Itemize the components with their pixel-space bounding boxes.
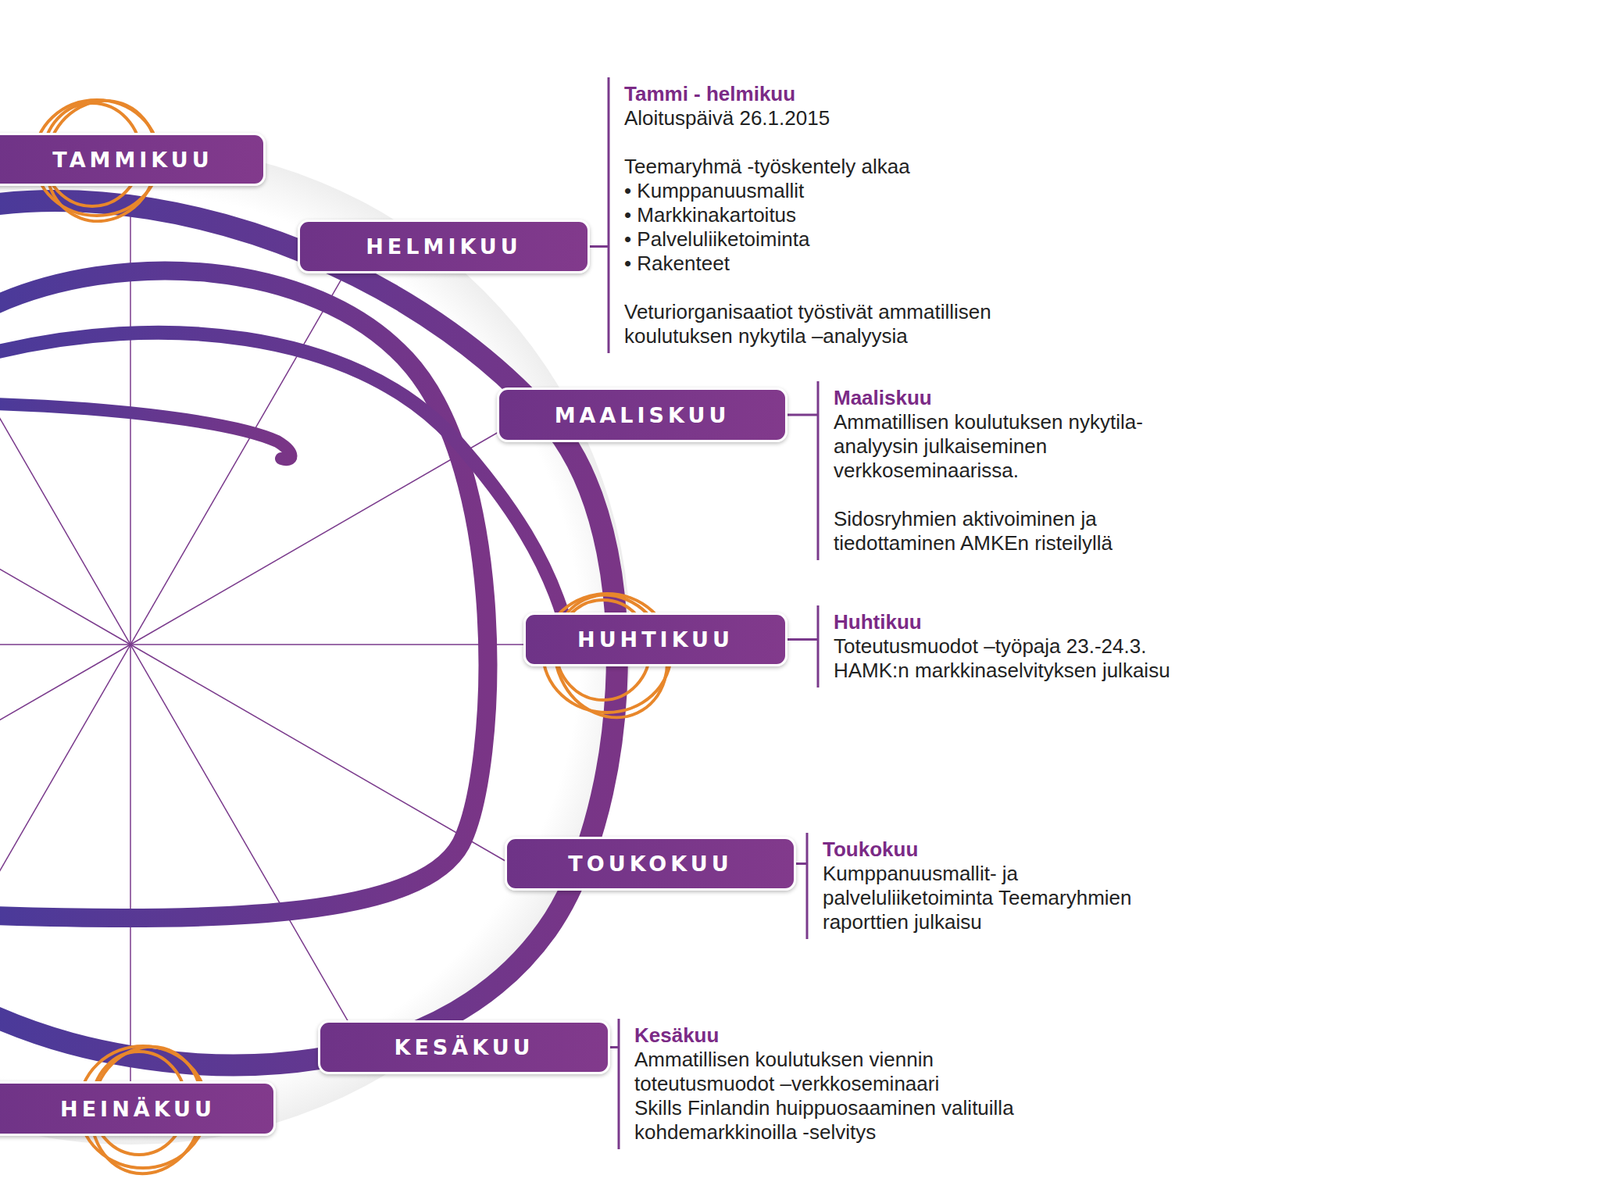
note-text: • Markkinakartoitus (624, 203, 1062, 228)
leader-line (796, 862, 808, 865)
note-text: Aloituspäivä 26.1.2015 (624, 106, 1062, 131)
note-text: Veturiorganisaatiot työstivät ammatillis… (624, 300, 1062, 349)
spoke (130, 643, 568, 646)
month-pill: KESÄKUU (317, 1020, 611, 1075)
month-heading: Kesäkuu (634, 1023, 1076, 1048)
month-notes: HuhtikuuToteutusmuodot –työpaja 23.-24.3… (833, 610, 1225, 683)
month-pill: HUHTIKUU (523, 612, 788, 667)
spoke (0, 265, 131, 645)
bracket-line (617, 1018, 621, 1150)
month-name: HUHTIKUU (577, 627, 734, 652)
month-name: TAMMIKUU (52, 147, 213, 172)
month-pill: MAALISKUU (496, 387, 788, 443)
leader-line (787, 414, 818, 417)
note-text: • Rakenteet (624, 251, 1062, 276)
month-pill: TOUKOKUU (504, 836, 797, 891)
month-name: HELMIKUU (365, 234, 522, 259)
leader-line (610, 1046, 619, 1049)
wheel-spokes (0, 207, 568, 1083)
bracket-line (806, 832, 809, 940)
note-text: HAMK:n markkinaselvityksen julkaisu (833, 658, 1225, 683)
bracket-line (817, 605, 820, 688)
spoke (0, 644, 131, 1024)
spoke (129, 644, 132, 1083)
spoke (0, 644, 131, 864)
note-text: Teemaryhmä -työskentely alkaa (624, 154, 1062, 179)
month-name: KESÄKUU (393, 1035, 534, 1060)
note-text: • Palveluliiketoiminta (624, 227, 1062, 252)
month-notes: MaaliskuuAmmatillisen koulutuksen nykyti… (833, 385, 1170, 556)
month-pill: HELMIKUU (297, 219, 590, 274)
month-heading: Maaliskuu (833, 385, 1170, 411)
month-name: MAALISKUU (554, 403, 731, 428)
bracket-line (817, 381, 820, 561)
month-heading: Tammi - helmikuu (624, 82, 1062, 107)
month-pill: TAMMIKUU (0, 132, 266, 186)
spoke (130, 644, 510, 864)
note-text: • Kumppanuusmallit (624, 178, 1062, 204)
spoke (0, 643, 131, 646)
spoke (130, 265, 350, 645)
month-notes: ToukokuuKumppanuusmallit- ja palveluliik… (822, 837, 1194, 935)
month-heading: Huhtikuu (833, 610, 1225, 635)
note-text: Ammatillisen koulutuksen nykytila-analyy… (833, 410, 1170, 483)
leader-line (589, 245, 609, 248)
spoke (130, 644, 350, 1024)
month-notes: KesäkuuAmmatillisen koulutuksen viennin … (634, 1023, 1076, 1145)
leader-line (787, 638, 818, 641)
note-text: Skills Finlandin huippuosaaminen valitui… (634, 1096, 1076, 1145)
note-text: Sidosryhmien aktivoiminen ja tiedottamin… (833, 507, 1170, 556)
bracket-line (607, 77, 611, 354)
month-name: HEINÄKUU (60, 1096, 216, 1122)
month-notes: Tammi - helmikuuAloituspäivä 26.1.2015Te… (624, 82, 1062, 349)
note-text: Ammatillisen koulutuksen viennin toteutu… (634, 1047, 1076, 1097)
note-text: Toteutusmuodot –työpaja 23.-24.3. (833, 634, 1225, 659)
month-pill: HEINÄKUU (0, 1081, 276, 1136)
month-heading: Toukokuu (822, 837, 1194, 862)
note-text: Kumppanuusmallit- ja palveluliiketoimint… (822, 861, 1194, 935)
month-name: TOUKOKUU (567, 851, 733, 876)
